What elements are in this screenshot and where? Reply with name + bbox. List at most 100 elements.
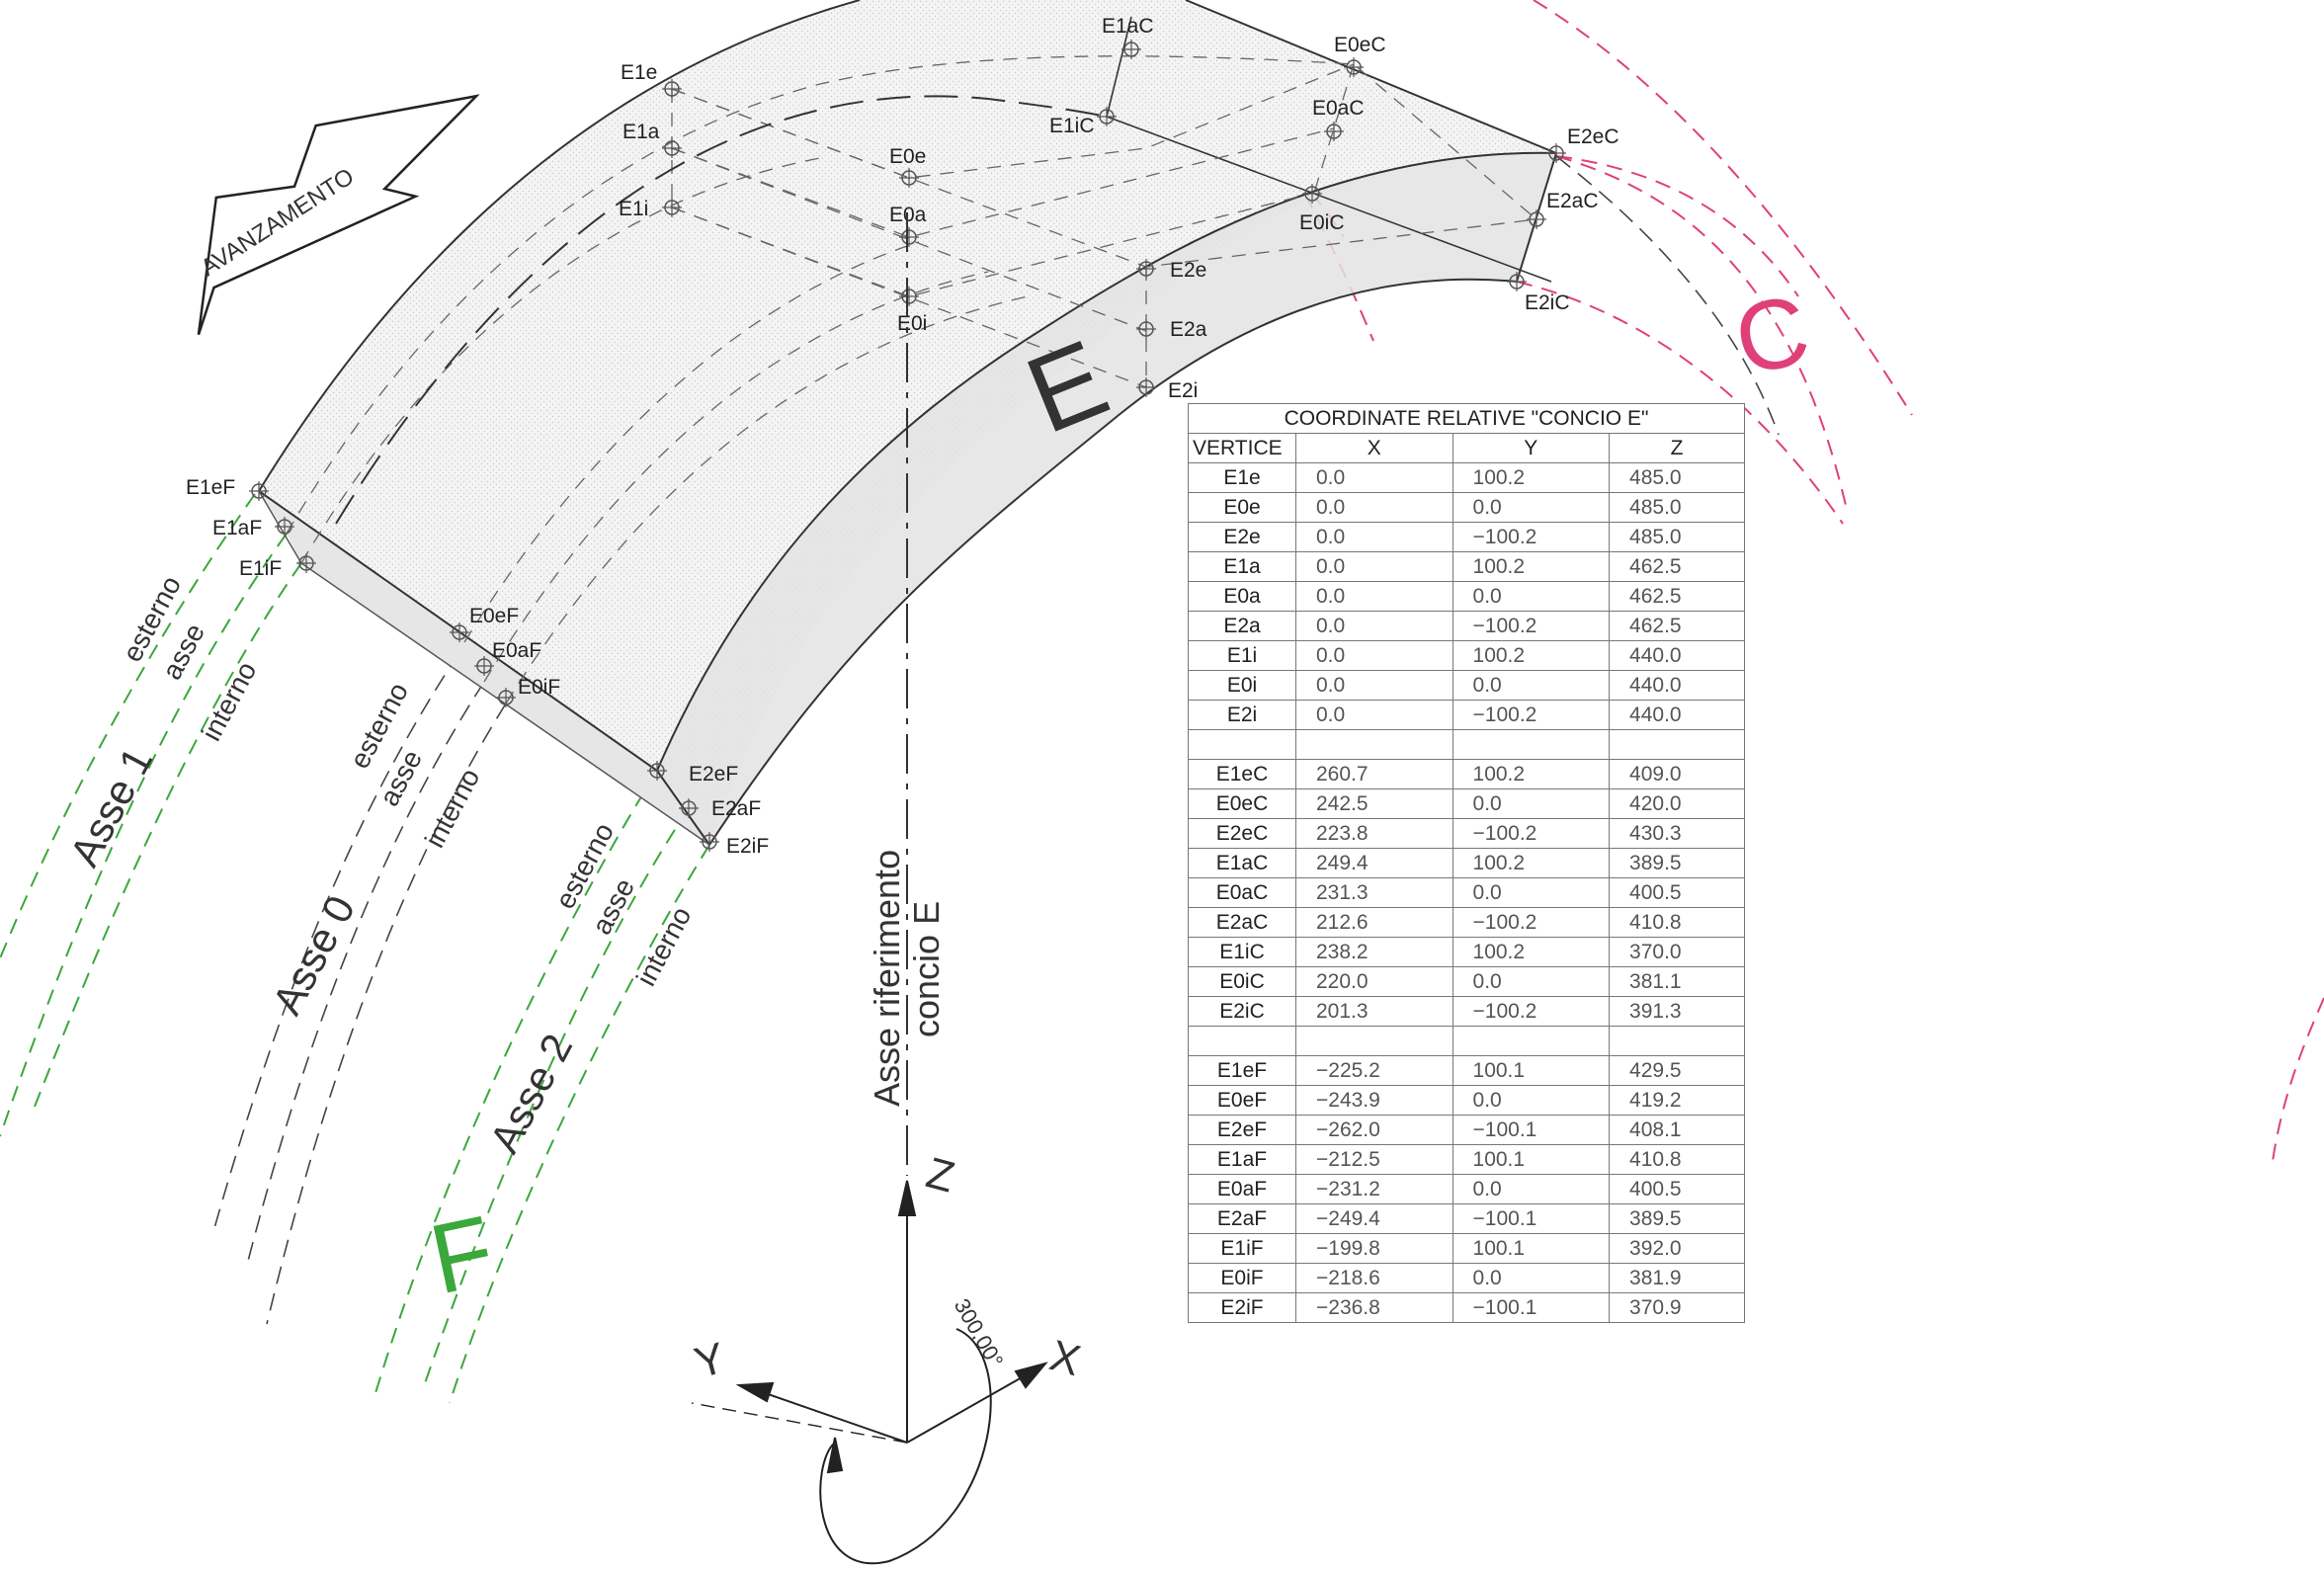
segment-label-c: C	[1725, 274, 1818, 397]
y-cell: −100.1	[1452, 1292, 1611, 1323]
y-cell: 0.0	[1452, 877, 1611, 908]
vertex-label-e0ic: E0iC	[1299, 211, 1345, 234]
x-cell: 0.0	[1295, 640, 1453, 671]
z-cell: 410.8	[1609, 907, 1745, 938]
z-cell: 389.5	[1609, 848, 1745, 878]
y-cell: −100.1	[1452, 1203, 1611, 1234]
z-cell: 440.0	[1609, 670, 1745, 701]
y-cell: 100.2	[1452, 759, 1611, 789]
vertex-cell: E1i	[1188, 640, 1296, 671]
x-cell: 249.4	[1295, 848, 1453, 878]
x-cell: 0.0	[1295, 700, 1453, 730]
y-cell: 0.0	[1452, 788, 1611, 819]
x-cell: −262.0	[1295, 1115, 1453, 1145]
y-cell: 0.0	[1452, 492, 1611, 523]
table-gap-cell	[1452, 729, 1611, 760]
vertex-label-e1a: E1a	[622, 121, 660, 143]
rotation-label: 300,00°	[950, 1294, 1009, 1371]
asse-2-interno: interno	[630, 902, 698, 991]
z-cell: 462.5	[1609, 611, 1745, 641]
vertex-label-e0ef: E0eF	[469, 605, 519, 627]
z-cell: 409.0	[1609, 759, 1745, 789]
z-cell: 485.0	[1609, 492, 1745, 523]
vertex-label-e1if: E1iF	[239, 557, 282, 580]
axis-y-label: Y	[690, 1334, 730, 1388]
vertex-label-e0if: E0iF	[518, 676, 560, 699]
vertex-cell: E0a	[1188, 581, 1296, 612]
vertex-label-e1i: E1i	[619, 198, 648, 220]
z-cell: 429.5	[1609, 1055, 1745, 1086]
y-cell: −100.1	[1452, 1115, 1611, 1145]
segment-c-curves	[1106, 0, 2324, 1162]
x-cell: −243.9	[1295, 1085, 1453, 1116]
vertex-label-e0e: E0e	[889, 145, 926, 168]
reference-axis-label-1: Asse riferimento	[867, 850, 907, 1107]
y-cell: 100.2	[1452, 462, 1611, 493]
z-cell: 485.0	[1609, 462, 1745, 493]
z-cell: 400.5	[1609, 877, 1745, 908]
x-cell: 212.6	[1295, 907, 1453, 938]
table-gap-cell	[1452, 1026, 1611, 1056]
vertex-cell: E1eC	[1188, 759, 1296, 789]
vertex-cell: E2eF	[1188, 1115, 1296, 1145]
asse-1-label: Asse 1	[60, 740, 161, 873]
vertex-label-e0af: E0aF	[492, 639, 541, 662]
z-cell: 408.1	[1609, 1115, 1745, 1145]
vertex-label-e2e: E2e	[1170, 259, 1206, 282]
vertex-label-e2ef: E2eF	[689, 763, 738, 786]
table-title: COORDINATE RELATIVE "CONCIO E"	[1188, 403, 1745, 434]
vertex-label-e2i: E2i	[1168, 379, 1198, 402]
asse-2-asse: asse	[586, 873, 640, 940]
z-cell: 370.9	[1609, 1292, 1745, 1323]
z-cell: 389.5	[1609, 1203, 1745, 1234]
y-cell: −100.2	[1452, 611, 1611, 641]
z-cell: 391.3	[1609, 996, 1745, 1027]
y-cell: 0.0	[1452, 1085, 1611, 1116]
vertex-cell: E2eC	[1188, 818, 1296, 849]
asse-1-asse: asse	[156, 619, 210, 685]
vertex-label-e2ec: E2eC	[1567, 125, 1619, 148]
y-cell: 100.2	[1452, 640, 1611, 671]
y-cell: 0.0	[1452, 670, 1611, 701]
asse-1-interno: interno	[196, 657, 263, 746]
x-cell: −231.2	[1295, 1174, 1453, 1204]
vertex-label-e2af: E2aF	[711, 797, 761, 820]
x-cell: −218.6	[1295, 1263, 1453, 1293]
axis-z-label: Z	[921, 1148, 959, 1201]
long-dash-curve	[335, 95, 1108, 525]
z-cell: 392.0	[1609, 1233, 1745, 1264]
y-cell: 100.1	[1452, 1144, 1611, 1175]
vertex-cell: E1e	[1188, 462, 1296, 493]
vertex-cell: E2iF	[1188, 1292, 1296, 1323]
z-cell: 420.0	[1609, 788, 1745, 819]
table-gap-cell	[1609, 1026, 1745, 1056]
x-cell: 0.0	[1295, 551, 1453, 582]
asse-0-interno: interno	[419, 764, 486, 853]
z-cell: 419.2	[1609, 1085, 1745, 1116]
y-cell: 100.1	[1452, 1055, 1611, 1086]
coordinates-table: COORDINATE RELATIVE "CONCIO E" VERTICE X…	[1188, 403, 1745, 1323]
vertex-label-e2if: E2iF	[726, 835, 769, 858]
table-gap-cell	[1188, 729, 1296, 760]
x-cell: 242.5	[1295, 788, 1453, 819]
x-cell: 223.8	[1295, 818, 1453, 849]
vertex-cell: E0eF	[1188, 1085, 1296, 1116]
vertex-cell: E2i	[1188, 700, 1296, 730]
y-cell: −100.2	[1452, 996, 1611, 1027]
y-cell: 0.0	[1452, 1263, 1611, 1293]
y-cell: 100.2	[1452, 937, 1611, 967]
x-cell: −199.8	[1295, 1233, 1453, 1264]
